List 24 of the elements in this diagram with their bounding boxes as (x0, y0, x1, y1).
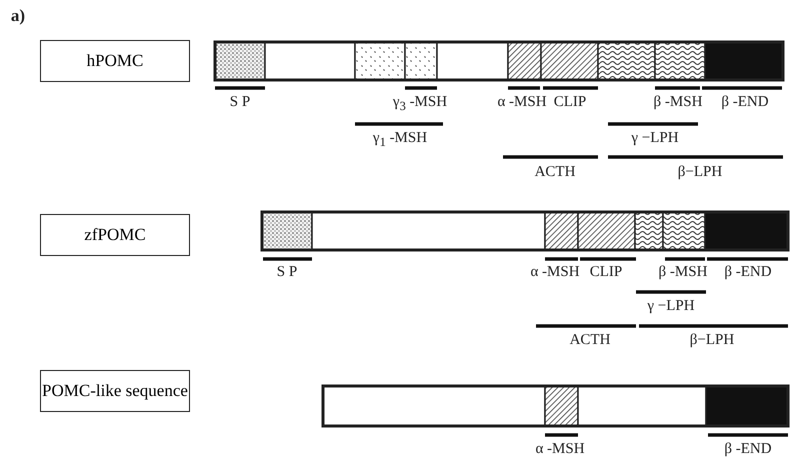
peptide-label: β -MSH (654, 94, 702, 110)
panel-letter: a) (10, 8, 26, 24)
peptide-label: α -MSH (535, 441, 585, 457)
peptide-label: γ$_{1}$ -MSH (372, 130, 428, 150)
peptide-label: S P (276, 264, 298, 280)
peptide-label: ACTH (570, 332, 610, 348)
peptide-label: α -MSH (530, 264, 580, 280)
peptide-label: α -MSH (497, 94, 547, 110)
peptide-label: β -MSH (658, 264, 708, 280)
peptide-label: β -END (721, 94, 769, 110)
protein-name: zfPOMC (84, 225, 146, 245)
protein-name: hPOMC (86, 51, 144, 71)
peptide-label: β−LPH (690, 332, 734, 348)
peptide-label: β -END (724, 441, 772, 457)
peptide-label: ACTH (534, 164, 576, 180)
peptide-label: γ −LPH (647, 298, 695, 314)
peptide-label: S P (230, 94, 250, 110)
peptide-label: CLIP (554, 94, 586, 110)
protein-name: POMC-like sequence (42, 381, 188, 401)
peptide-label: γ$_{3}$ -MSH (392, 94, 448, 114)
peptide-label: γ −LPH (631, 130, 679, 146)
peptide-label: CLIP (590, 264, 622, 280)
peptide-label: β -END (724, 264, 772, 280)
peptide-label: β−LPH (678, 164, 722, 180)
